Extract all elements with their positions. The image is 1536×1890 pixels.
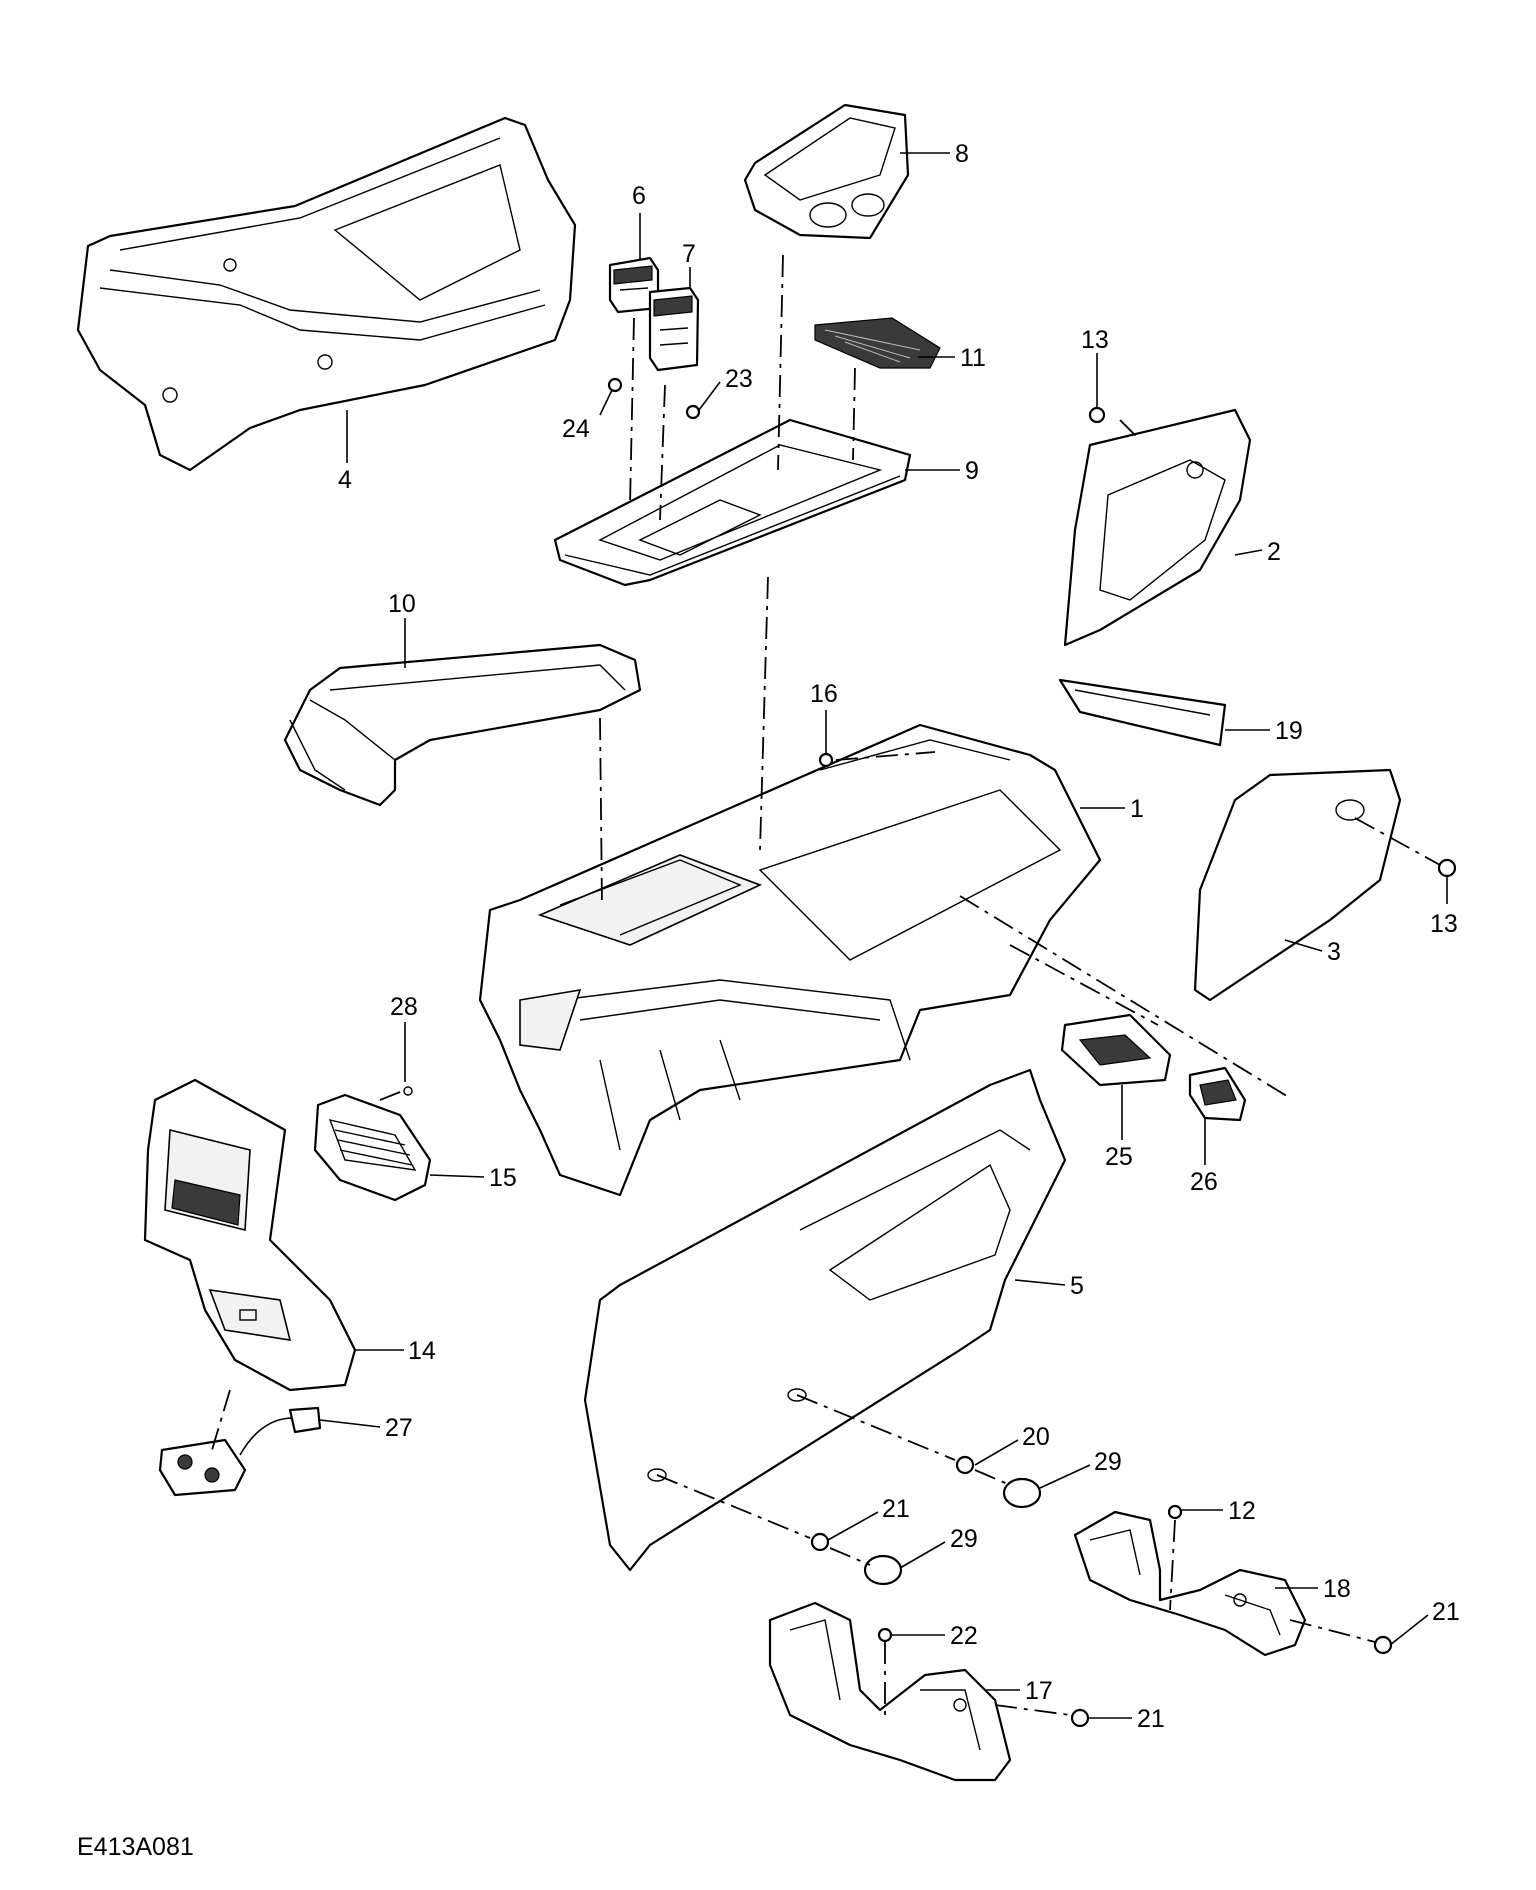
callout-20: 20 bbox=[1022, 1423, 1050, 1451]
part-21-fastener-a bbox=[810, 1532, 830, 1552]
callout-29-lower: 29 bbox=[950, 1525, 978, 1553]
part-29-cap-b bbox=[863, 1554, 903, 1586]
part-14-rear-end-panel bbox=[143, 1078, 357, 1392]
callout-12: 12 bbox=[1228, 1497, 1256, 1525]
fasteners bbox=[607, 377, 1457, 1728]
part-13-fastener-upper bbox=[1088, 406, 1106, 424]
callout-2: 2 bbox=[1267, 538, 1281, 566]
callout-6: 6 bbox=[632, 182, 646, 210]
callout-28: 28 bbox=[390, 993, 418, 1021]
callout-16: 16 bbox=[810, 680, 838, 708]
part-11-mat bbox=[814, 317, 941, 369]
callout-11: 11 bbox=[960, 344, 986, 372]
callout-19: 19 bbox=[1275, 717, 1303, 745]
callout-15: 15 bbox=[489, 1164, 517, 1192]
callout-13-right: 13 bbox=[1430, 910, 1458, 938]
part-15-rear-vent bbox=[313, 1093, 432, 1202]
callout-7: 7 bbox=[682, 240, 696, 268]
callout-21-bottom: 21 bbox=[1137, 1705, 1165, 1733]
part-20-fastener bbox=[955, 1455, 975, 1475]
part-25-switch-pack bbox=[1060, 1013, 1172, 1087]
callout-24: 24 bbox=[562, 415, 590, 443]
callout-8: 8 bbox=[955, 140, 969, 168]
part-21-fastener-c bbox=[1373, 1635, 1393, 1655]
part-2-side-trim-panel bbox=[1063, 408, 1252, 647]
part-17-bracket bbox=[768, 1601, 1012, 1782]
callout-27: 27 bbox=[385, 1414, 413, 1442]
callout-21-left: 21 bbox=[882, 1495, 910, 1523]
callout-10: 10 bbox=[388, 590, 416, 618]
callout-4: 4 bbox=[338, 466, 352, 494]
part-16-fastener bbox=[818, 752, 834, 768]
part-4-upper-trim-panel bbox=[76, 116, 577, 472]
part-22-fastener bbox=[877, 1627, 893, 1643]
part-12-fastener bbox=[1167, 1504, 1183, 1520]
callout-17: 17 bbox=[1025, 1677, 1053, 1705]
part-13-fastener-right bbox=[1437, 858, 1457, 878]
callout-13-upper: 13 bbox=[1081, 326, 1109, 354]
callout-25: 25 bbox=[1105, 1143, 1133, 1171]
callout-9: 9 bbox=[965, 457, 979, 485]
callout-18: 18 bbox=[1323, 1575, 1351, 1603]
leader-lines bbox=[319, 152, 1448, 1719]
callout-26: 26 bbox=[1190, 1168, 1218, 1196]
part-3-side-trim-panel bbox=[1193, 768, 1402, 1002]
callout-5: 5 bbox=[1070, 1272, 1084, 1300]
callout-3: 3 bbox=[1327, 938, 1341, 966]
part-24-screw bbox=[607, 377, 623, 393]
part-21-fastener-b bbox=[1070, 1708, 1090, 1728]
part-7-switch-module bbox=[648, 286, 700, 372]
callout-22: 22 bbox=[950, 1622, 978, 1650]
part-9-top-finisher-bezel bbox=[553, 418, 912, 587]
part-27-usb-module bbox=[158, 1406, 322, 1497]
callout-29-upper: 29 bbox=[1094, 1448, 1122, 1476]
callouts: 1 2 3 4 5 6 7 8 9 10 11 12 13 13 14 15 1… bbox=[338, 140, 1460, 1733]
figure-reference-id: E413A081 bbox=[77, 1833, 194, 1861]
callout-1: 1 bbox=[1130, 795, 1144, 823]
callout-21-right: 21 bbox=[1432, 1598, 1460, 1626]
part-19-trim-strip bbox=[1058, 678, 1227, 747]
part-26-connector bbox=[1188, 1066, 1247, 1122]
callout-14: 14 bbox=[408, 1337, 436, 1365]
part-5-lower-side-panel bbox=[583, 1068, 1067, 1572]
part-23-screw bbox=[685, 404, 701, 420]
part-29-cap-a bbox=[1002, 1477, 1042, 1509]
part-10-armrest bbox=[283, 643, 642, 807]
part-1-console-body bbox=[478, 723, 1102, 1197]
callout-23: 23 bbox=[725, 365, 753, 393]
alignment-lines bbox=[211, 254, 1441, 1720]
part-18-bracket bbox=[1073, 1510, 1307, 1657]
part-8-cup-holder-insert bbox=[743, 103, 910, 240]
part-28-clip bbox=[403, 1086, 413, 1096]
